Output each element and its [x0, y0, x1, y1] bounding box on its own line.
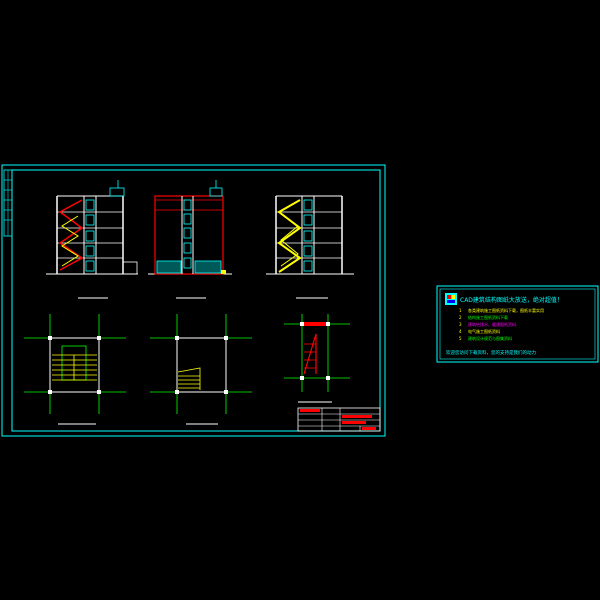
promo-title: CAD建筑结构图纸大放送，绝对超值！ [460, 296, 563, 304]
stair-section-2[interactable] [148, 180, 232, 299]
promo-item-4[interactable]: 电气施工图纸资料 [468, 328, 500, 334]
promo-list: 1 各类建筑施工图纸资料下载，图纸丰富实用 2 结构施工图纸资料下载 3 建筑给… [459, 307, 544, 341]
stair-section-1[interactable] [46, 180, 138, 299]
promo-item-5-num: 5 [459, 336, 462, 341]
promo-item-3[interactable]: 建筑给排水、暖通图纸资料 [468, 321, 516, 327]
promo-item-3-num: 3 [459, 322, 462, 327]
stair-plan-2[interactable] [150, 314, 252, 425]
promo-item-5[interactable]: 建筑设计规范与图集资料 [468, 335, 512, 341]
title-block[interactable] [297, 407, 381, 432]
promo-item-2-num: 2 [459, 315, 462, 320]
promo-item-1[interactable]: 各类建筑施工图纸资料下载，图纸丰富实用 [468, 307, 544, 313]
promo-item-1-num: 1 [459, 308, 462, 313]
outer-frame [1, 164, 386, 437]
promo-item-4-num: 4 [459, 329, 462, 334]
promo-footer[interactable]: 欢迎您访问下载资料，您的支持是我们的动力 [446, 349, 536, 356]
promo-panel[interactable]: CAD建筑结构图纸大放送，绝对超值！ 1 各类建筑施工图纸资料下载，图纸丰富实用… [436, 285, 599, 363]
stair-detail[interactable] [284, 314, 350, 403]
promo-item-2[interactable]: 结构施工图纸资料下载 [468, 314, 508, 320]
stair-section-3[interactable] [266, 195, 354, 299]
stair-plan-1[interactable] [24, 314, 126, 425]
promo-logo-icon [445, 293, 457, 305]
inner-frame [11, 169, 381, 432]
binding-strip [3, 169, 13, 237]
